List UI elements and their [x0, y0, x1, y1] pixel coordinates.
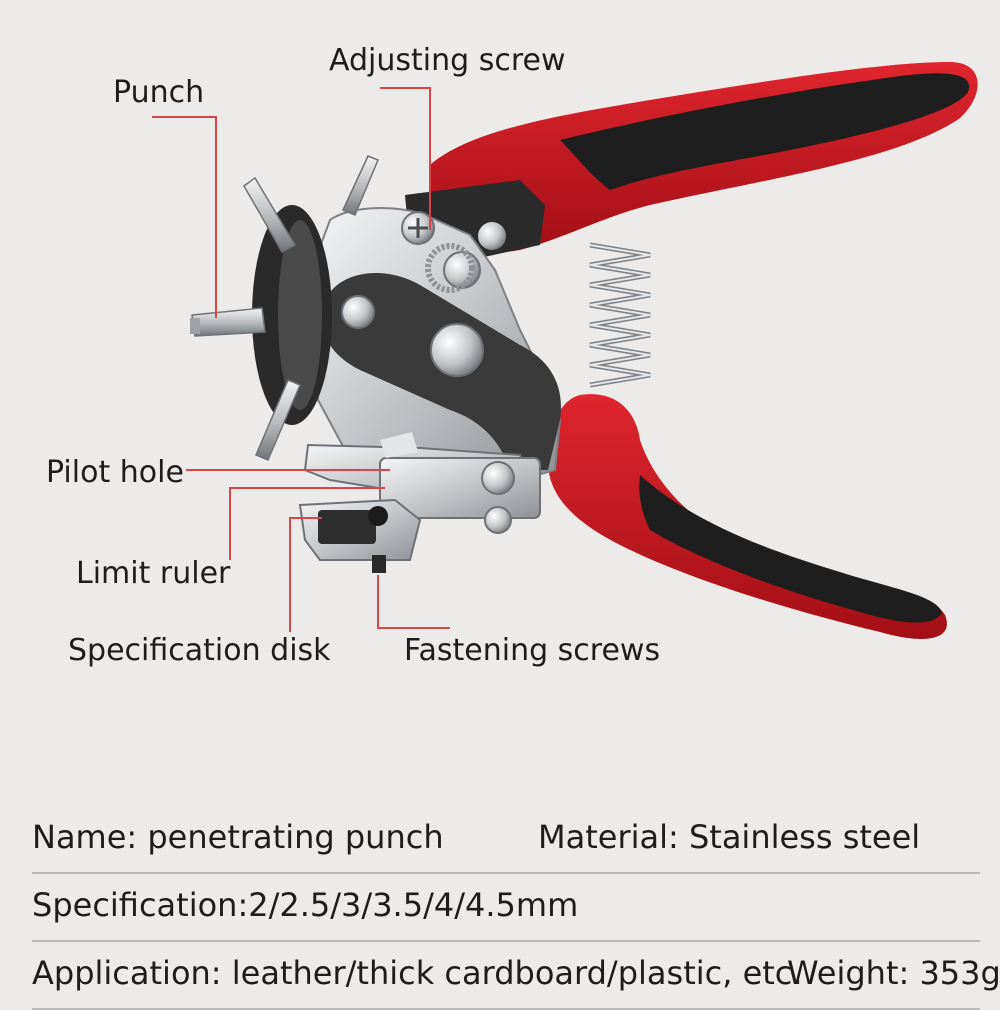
spring [589, 242, 651, 388]
punch-turret [190, 155, 379, 461]
leader-limit-ruler [229, 487, 385, 560]
lower-jaw [298, 432, 541, 573]
spec-material: Material: Stainless steel [538, 818, 921, 856]
spec-table: Name: penetrating punch Material: Stainl… [32, 806, 1000, 1010]
link-bolt [341, 295, 375, 329]
label-pilot-hole: Pilot hole [46, 455, 184, 490]
spec-specification: Specification:2/2.5/3/3.5/4/4.5mm [32, 886, 579, 924]
leader-fastening-screws [377, 575, 450, 629]
spec-weight: Weight: 353g [787, 954, 1000, 992]
upper-handle [430, 62, 978, 252]
spec-row-name-material: Name: penetrating punch Material: Stainl… [32, 806, 980, 874]
leader-punch [152, 116, 217, 318]
spec-row-application-weight: Application: leather/thick cardboard/pla… [32, 942, 1000, 1010]
label-limit-ruler: Limit ruler [76, 556, 231, 591]
leader-specification-disk [289, 517, 322, 632]
spec-application: Application: leather/thick cardboard/pla… [32, 954, 803, 992]
label-punch: Punch [113, 75, 204, 110]
label-specification-disk: Specification disk [68, 633, 331, 668]
spec-row-specification: Specification:2/2.5/3/3.5/4/4.5mm [32, 874, 980, 942]
spec-name: Name: penetrating punch [32, 818, 444, 856]
center-bolt [430, 323, 484, 377]
label-fastening-screws: Fastening screws [404, 633, 660, 668]
lower-handle [547, 394, 947, 639]
adjusting-screw [401, 211, 475, 293]
leader-adjusting-screw [380, 87, 431, 230]
label-adjusting-screw: Adjusting screw [329, 43, 566, 78]
